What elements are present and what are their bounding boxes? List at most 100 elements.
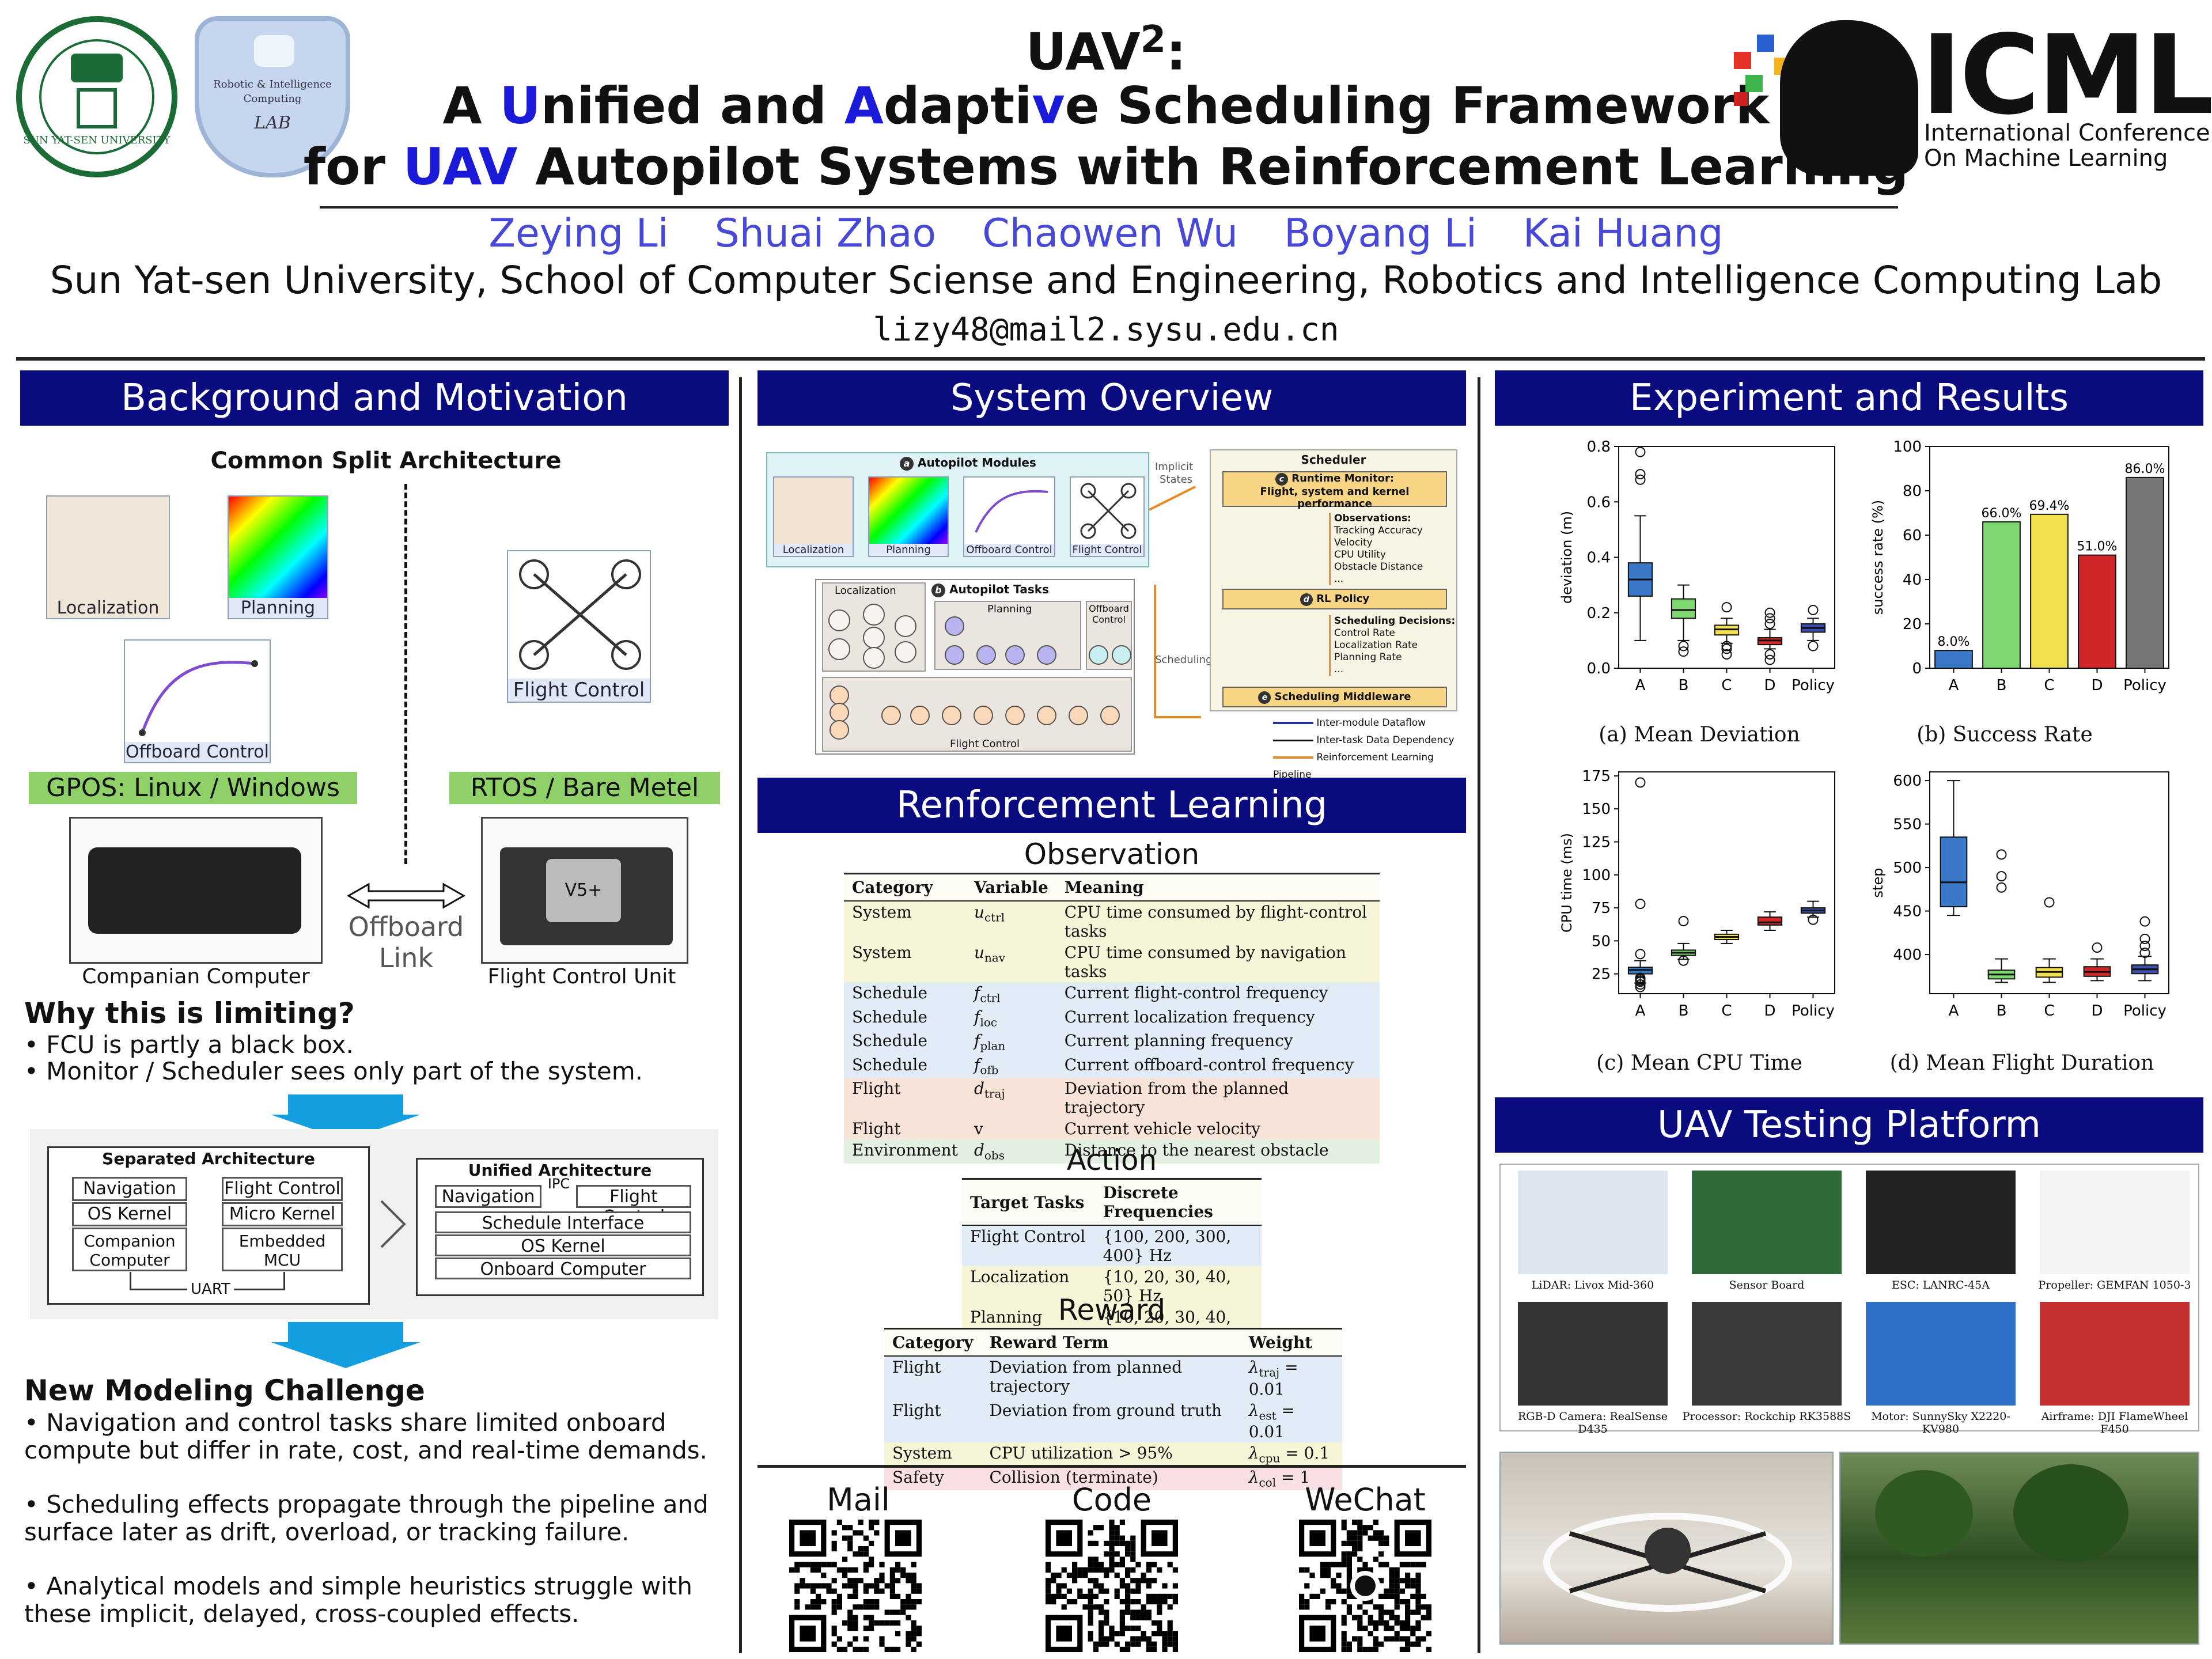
qr-module: [1125, 1567, 1131, 1573]
qr-module: [1119, 1583, 1125, 1589]
action-title: Action: [1066, 1143, 1157, 1177]
outlier-point: [1635, 949, 1646, 960]
lab-logo-text-2: Computing: [243, 93, 302, 105]
qr-module: [1093, 1583, 1099, 1589]
qr-module: [1415, 1609, 1421, 1615]
table-cell: Flight: [852, 1079, 901, 1099]
table-cell: λtraj = 0.01: [1248, 1358, 1298, 1399]
qr-module: [1394, 1573, 1400, 1578]
marker-b: b: [931, 584, 945, 597]
qr-module: [874, 1578, 880, 1584]
qr-module: [1146, 1636, 1152, 1642]
wechat-icon: [1355, 1575, 1376, 1596]
y-tick-label: 20: [1903, 616, 1922, 633]
part-photo: [2040, 1171, 2190, 1274]
author-5[interactable]: Kai Huang: [1522, 211, 1724, 256]
qr-module: [1130, 1626, 1136, 1631]
outlier-point: [1635, 979, 1646, 990]
qr-module: [1157, 1631, 1162, 1637]
qr-module: [836, 1520, 842, 1525]
qr-module: [816, 1567, 821, 1573]
qr-module: [1082, 1593, 1088, 1599]
qr-module: [1373, 1620, 1378, 1626]
qr-module: [884, 1583, 890, 1589]
qr-module: [1135, 1599, 1141, 1605]
table-cell: Schedule: [852, 983, 927, 1002]
qr-module: [1114, 1593, 1120, 1599]
icml-subtitle-1: International Conference: [1924, 120, 2210, 146]
qr-module: [1341, 1525, 1347, 1531]
qr-module: [1162, 1646, 1168, 1652]
qr-module: [1346, 1562, 1352, 1567]
qr-module: [1072, 1573, 1078, 1578]
companion-computer-label: Companian Computer: [82, 965, 310, 988]
table-row: Localization{10, 20, 30, 40, 50} Hz: [962, 1266, 1262, 1306]
table-cell: Flight Control: [970, 1227, 1086, 1246]
qr-module: [1046, 1567, 1051, 1573]
qr-module: [1352, 1546, 1358, 1552]
mail-qr-code[interactable]: [789, 1520, 922, 1652]
qr-module: [1426, 1609, 1431, 1615]
table-cell: dtraj: [974, 1079, 1005, 1101]
qr-module: [906, 1593, 911, 1599]
caption-a: (a) Mean Deviation: [1599, 723, 1800, 747]
qr-module: [836, 1604, 842, 1610]
outlier-point: [1808, 604, 1819, 615]
part-label: LiDAR: Livox Mid-360: [1531, 1279, 1654, 1291]
author-2[interactable]: Shuai Zhao: [714, 211, 937, 256]
outlier-point: [1764, 613, 1775, 624]
module-flight-control: Flight Control: [1070, 476, 1145, 557]
qr-module: [1046, 1578, 1051, 1584]
qr-label-wechat: WeChat: [1305, 1482, 1426, 1518]
title-underline: [320, 206, 1898, 209]
outlier-point: [2139, 940, 2150, 951]
middleware-title: Scheduling Middleware: [1274, 691, 1411, 703]
qr-module: [853, 1615, 858, 1620]
part-label: Motor: SunnySky X2220-KV980: [1871, 1410, 2010, 1435]
qr-module: [895, 1567, 901, 1573]
qr-finder: [1309, 1626, 1325, 1642]
author-1[interactable]: Zeying Li: [488, 211, 669, 256]
qr-module: [836, 1646, 842, 1652]
author-3[interactable]: Chaowen Wu: [982, 211, 1238, 256]
outlier-point: [1721, 602, 1732, 613]
qr-module: [1104, 1636, 1109, 1642]
qr-module: [916, 1583, 922, 1589]
rl-pipeline-arrows: [1149, 486, 1201, 718]
legend-dataflow: Inter-module Dataflow: [1316, 717, 1426, 729]
author-4[interactable]: Boyang Li: [1284, 211, 1477, 256]
caption-b: (b) Success Rate: [1916, 723, 2093, 747]
qr-module: [1362, 1646, 1368, 1652]
qr-module: [874, 1530, 880, 1536]
qr-module: [1378, 1540, 1384, 1546]
table-cell: Deviation from planned trajectory: [989, 1358, 1183, 1396]
sep-micro-kernel: Micro Kernel: [222, 1202, 343, 1226]
qr-module: [863, 1626, 869, 1631]
x-tick-label: Policy: [2123, 677, 2166, 694]
wechat-qr-code[interactable]: [1299, 1520, 1431, 1652]
email[interactable]: lizy48@mail2.sysu.edu.cn: [873, 311, 1339, 349]
table-cell: CPU time consumed by navigation tasks: [1064, 943, 1347, 981]
runtime-monitor-box: c Runtime Monitor: Flight, system and ke…: [1222, 471, 1447, 510]
qr-module: [1415, 1593, 1421, 1599]
code-qr-code[interactable]: [1046, 1520, 1178, 1652]
qr-module: [889, 1646, 895, 1652]
bar-label: 51.0%: [2077, 540, 2118, 554]
qr-module: [1125, 1551, 1131, 1557]
x-tick-label: B: [1997, 677, 2007, 694]
qr-module: [1130, 1609, 1136, 1615]
qr-module: [794, 1583, 800, 1589]
qr-module: [1099, 1641, 1104, 1647]
x-tick-label: A: [1635, 677, 1646, 694]
qr-module: [1135, 1626, 1141, 1631]
qr-module: [1368, 1615, 1373, 1620]
qr-module: [1146, 1615, 1152, 1620]
qr-module: [1346, 1604, 1352, 1610]
qr-module: [1125, 1546, 1131, 1552]
qr-module: [1421, 1593, 1426, 1599]
qr-module: [1157, 1599, 1162, 1605]
qr-module: [1315, 1593, 1320, 1599]
